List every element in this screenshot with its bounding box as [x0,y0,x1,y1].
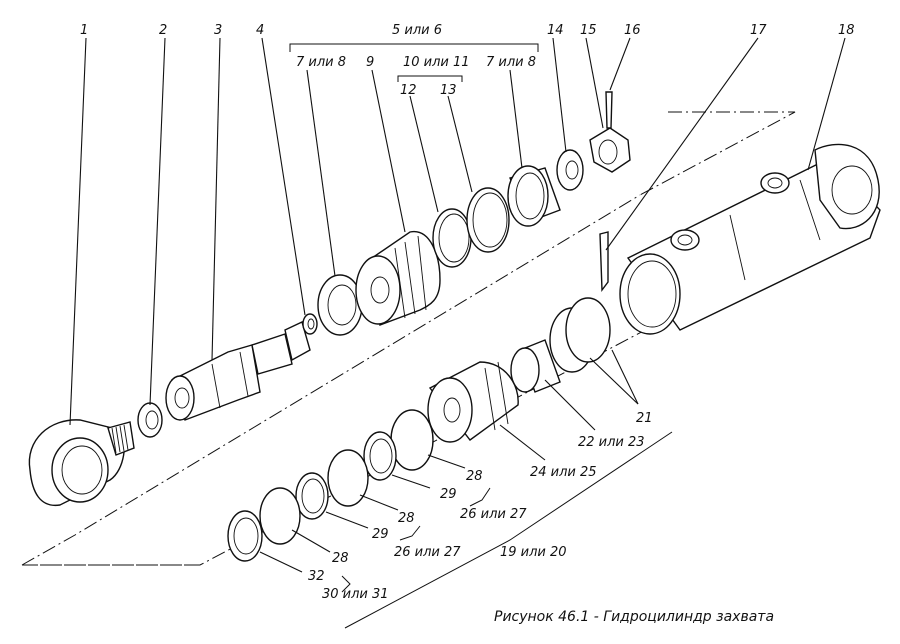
callout-29-b: 29 [372,527,389,542]
part-29-ring-b [295,472,329,520]
callout-16: 16 [624,23,641,38]
callout-32: 32 [308,569,325,584]
part-12-ring [432,208,472,268]
callout-28-c: 28 [332,551,349,566]
callout-26-or-27-a: 26 или 27 [460,507,527,522]
part-24-or-25-piston [427,361,519,443]
callout-7-or-8-left: 7 или 8 [296,55,346,70]
part-21-rings [549,297,611,373]
callout-13: 13 [440,83,457,98]
callout-1: 1 [80,23,88,38]
part-28-ring-a [390,409,434,471]
callout-14: 14 [547,23,564,38]
callout-7-or-8-right: 7 или 8 [486,55,536,70]
part-28-ring-c [259,487,301,545]
center-axis-lower [21,194,641,566]
callout-18: 18 [838,23,855,38]
part-4-ring [302,313,318,335]
callout-17: 17 [750,23,767,38]
part-17-pin [599,231,609,293]
callout-9: 9 [366,55,374,70]
part-32-ring [227,510,263,562]
brackets [289,43,673,629]
callout-28-a: 28 [466,469,483,484]
part-16-cotter-pin [605,91,613,129]
part-22-or-23-bushing [510,339,561,393]
callout-10-or-11: 10 или 11 [403,55,470,70]
part-18-cylinder [619,143,881,335]
part-14-washer [556,149,584,191]
callout-30-or-31: 30 или 31 [322,587,389,602]
part-1-rod-eye [28,419,135,506]
callout-21: 21 [636,411,653,426]
callout-26-or-27-b: 26 или 27 [394,545,461,560]
callout-3: 3 [214,23,222,38]
callout-4: 4 [256,23,264,38]
part-7-or-8-bushing-left [317,274,363,336]
part-7-or-8-bushing-right [507,165,561,227]
callout-12: 12 [400,83,417,98]
callout-29-a: 29 [440,487,457,502]
part-13-ring [466,187,510,253]
part-9-piston [355,231,441,326]
callout-24-or-25: 24 или 25 [530,465,597,480]
callout-22-or-23: 22 или 23 [578,435,645,450]
leader-lines [69,37,846,573]
center-axis-upper [22,111,796,566]
part-3-rod [165,321,311,421]
part-28-ring-b [327,449,369,507]
callout-19-or-20: 19 или 20 [500,545,567,560]
part-2-washer [137,402,163,438]
part-15-nut [589,127,631,173]
callout-28-b: 28 [398,511,415,526]
callout-2: 2 [159,23,167,38]
figure-caption: Рисунок 46.1 - Гидроцилиндр захвата [494,609,774,625]
part-29-ring-a [363,431,397,481]
callout-5-or-6: 5 или 6 [392,23,442,38]
callout-15: 15 [580,23,597,38]
